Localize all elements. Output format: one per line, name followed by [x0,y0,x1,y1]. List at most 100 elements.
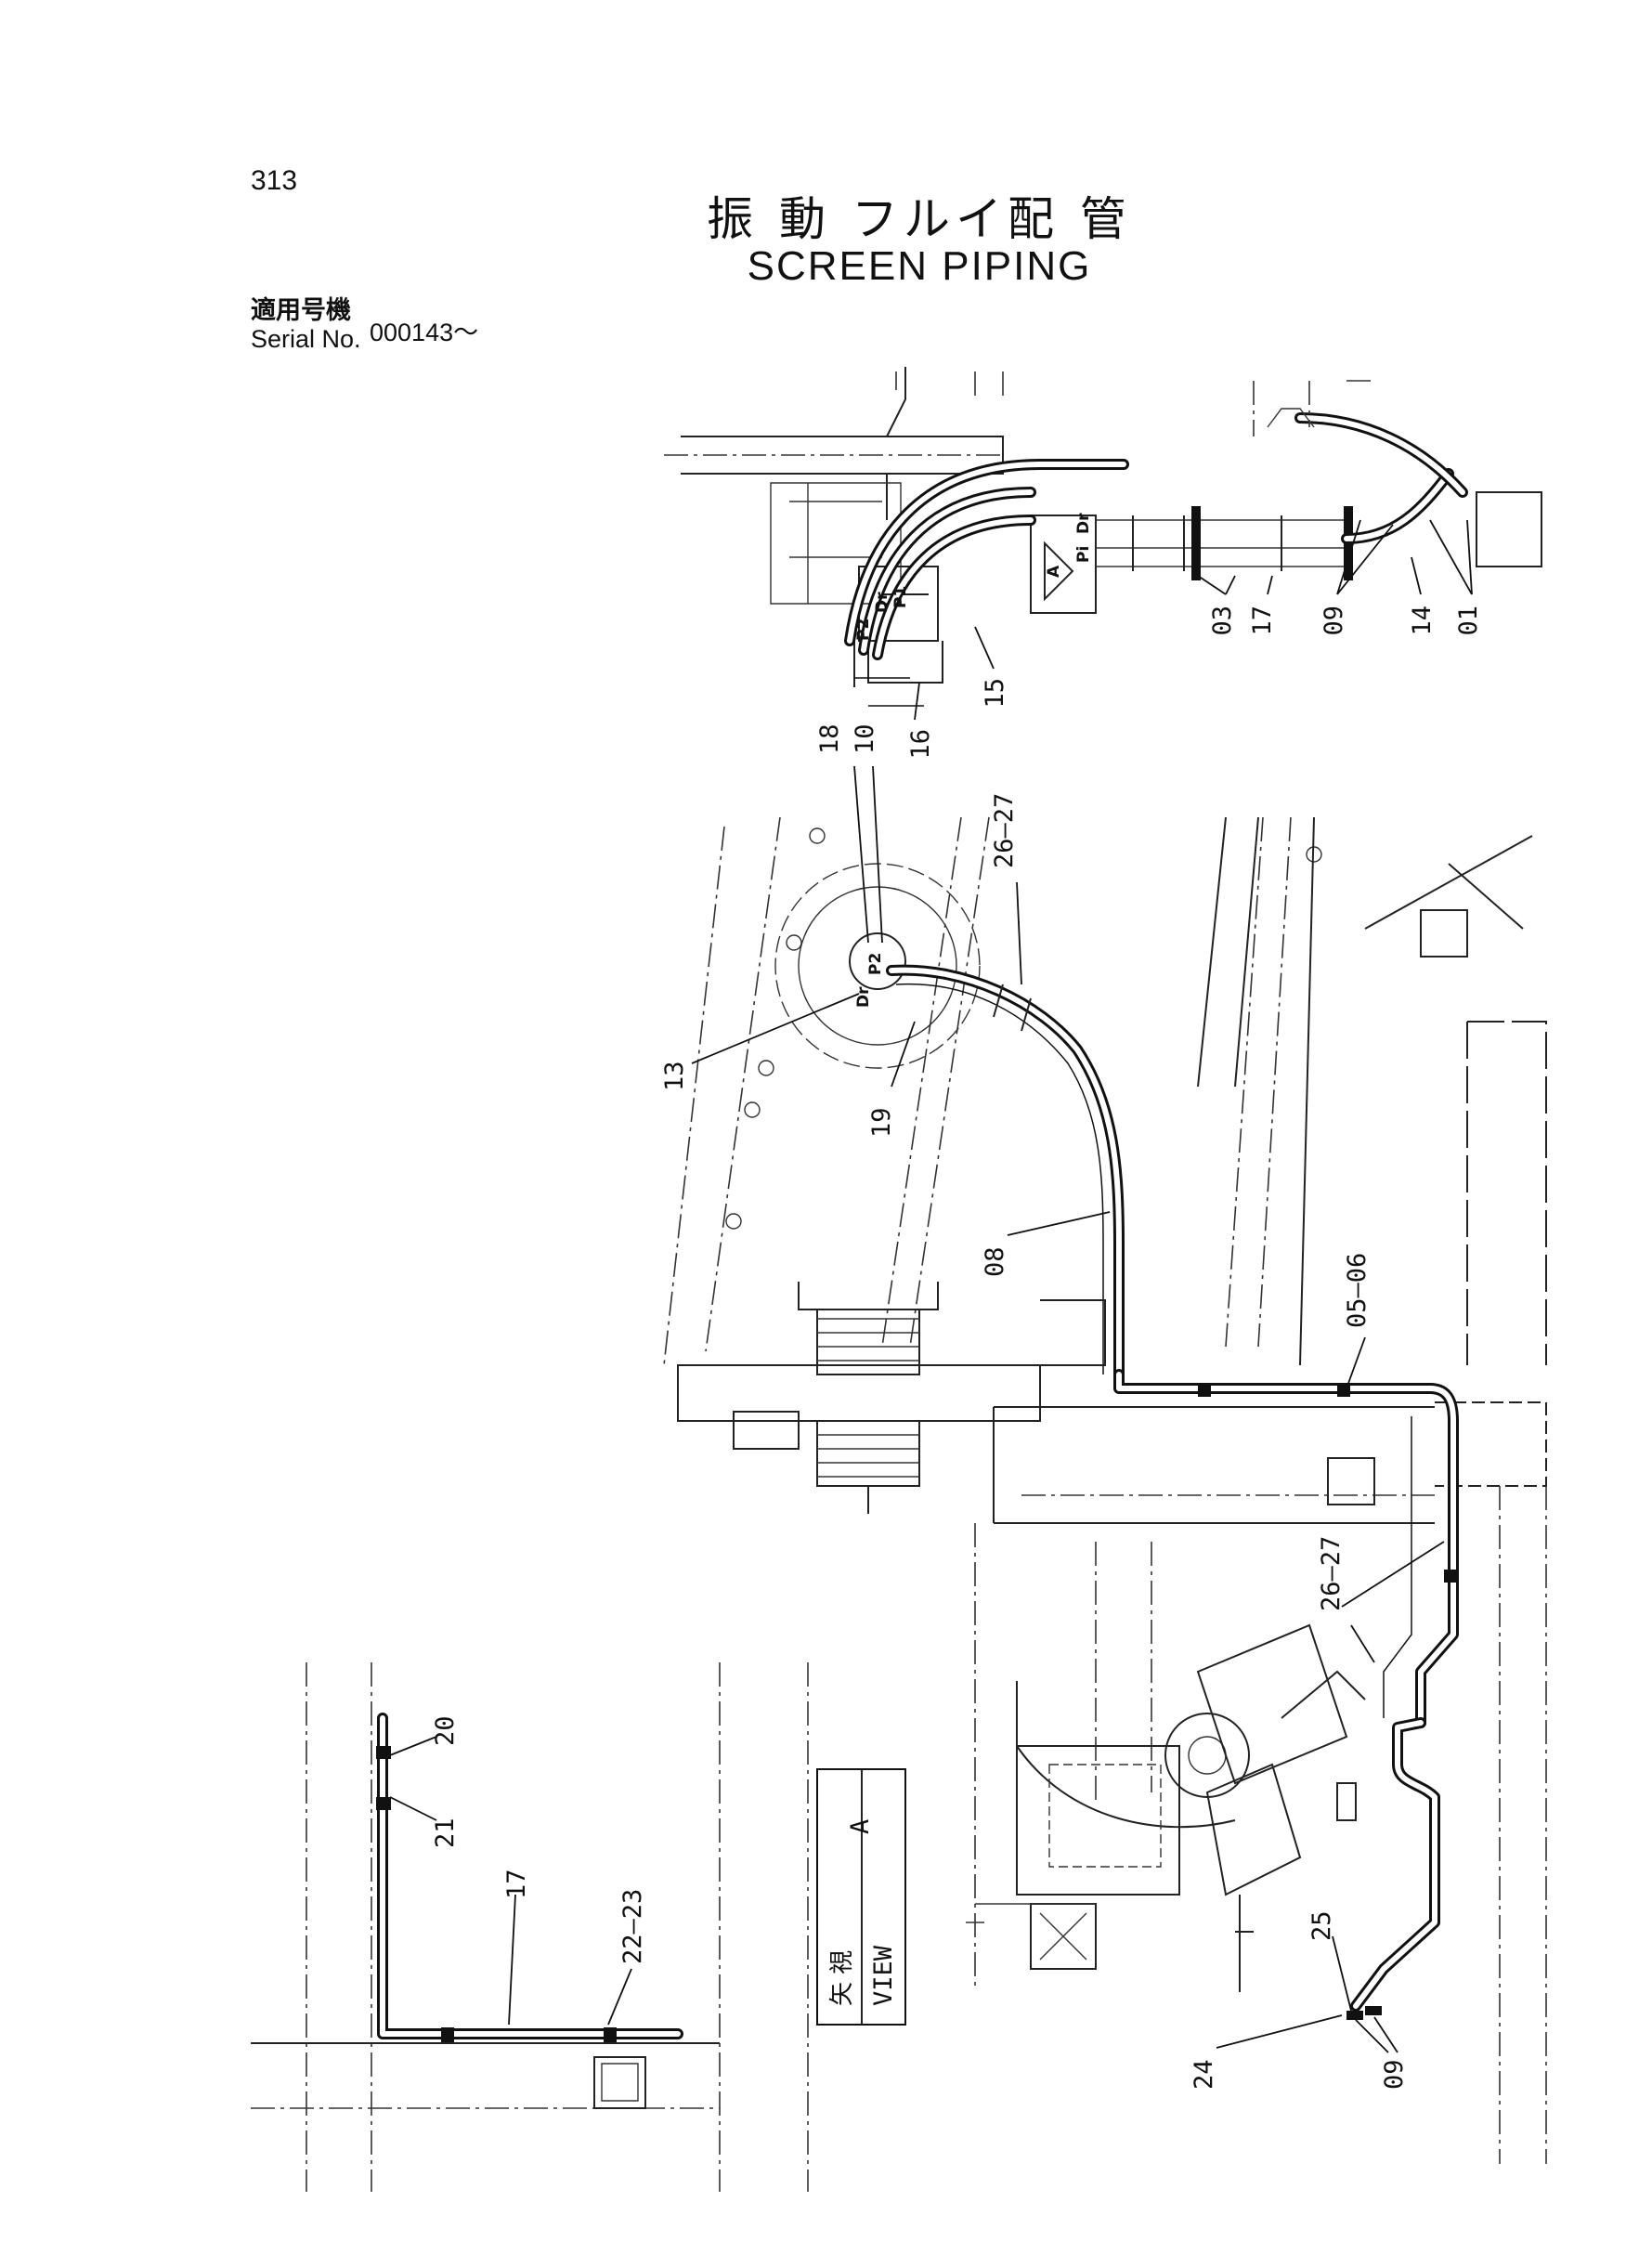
conveyor-side [1466,1021,1547,1365]
main-piping-view: P2 Dr [660,723,1547,2164]
detail-box-inner [601,2063,639,2102]
clamp [1365,2006,1382,2015]
tag-block [1336,1782,1357,1821]
drive-pulley [1164,1713,1250,1798]
main-arched-hose [886,964,1125,1380]
callout-24: 24 [1190,2059,1218,2090]
spring-end-block [1040,1299,1106,1366]
top-right-detail [1267,408,1315,428]
bolt [725,1213,742,1230]
top-hose-ends [854,677,924,707]
serial-label-english: Serial No. [251,325,361,353]
leader-18-10 [853,765,883,944]
callout-22-23: 22—23 [618,1889,647,1964]
leader-17-detail [508,1894,516,2026]
leader-01 [1429,519,1473,595]
drive-belt [1095,1542,1152,1802]
main-hose-clamps [993,984,1032,1032]
bolt [786,934,802,951]
right-frame-dash [1499,1486,1547,2164]
lower-rail [1235,1895,1254,1992]
top-hose-right [1341,468,1454,544]
top-mark-dr: Dr [873,592,891,613]
top-clamps [1132,515,1352,571]
callout-10: 10 [851,723,879,754]
view-a-detail: 20 21 17 22—23 矢 視 VIEW A [251,1662,906,2192]
small-box-cross [1039,1912,1087,1961]
top-motor-body [867,641,943,684]
spring-coils-lower [817,1434,919,1478]
title-english: SCREEN PIPING [747,243,1092,289]
top-mark-dr2: Dr [1074,513,1093,534]
main-lower-hose [1113,1369,1459,1728]
top-mark-p1: P1 [891,586,910,608]
callout-16: 16 [906,729,935,760]
conveyor-rail-dash [1225,816,1292,1348]
callout-26-27-lower: 26—27 [1317,1536,1346,1611]
bolt [758,1060,774,1076]
spring-coils-upper [817,1318,919,1362]
main-frame-dash-4 [881,816,962,1348]
top-horizontal-lines [1096,519,1346,567]
clamp [376,1797,391,1810]
leader-03 [1197,575,1236,595]
main-frame-dash-2 [705,816,781,1352]
drive-pulley-hub [1188,1736,1227,1775]
clamp [1198,1384,1211,1397]
bolt [744,1101,761,1118]
callout-17: 17 [1248,606,1277,636]
spring-crossbar [677,1364,1041,1422]
drive-motor [1205,1763,1302,1896]
top-mark-a: A [1045,565,1063,578]
top-frame-edge [886,367,906,520]
main-mark-p2: P2 [866,953,885,975]
callout-03: 03 [1208,606,1237,636]
callout-26-27-upper: 26—27 [990,793,1019,868]
top-bracket [770,482,902,605]
clamp [1346,2011,1363,2020]
clamp [376,1746,391,1759]
conveyor-rail-1 [1197,816,1259,1088]
leader-09 [1336,519,1394,595]
callout-05-06: 05—06 [1343,1253,1372,1328]
serial-number-value: 000143～ [370,319,479,346]
leader-22-23 [607,1968,632,2026]
clamp [604,2027,617,2042]
clamp [1444,1570,1457,1583]
main-vertical-beam [993,1406,1435,1524]
callout-20: 20 [431,1715,460,1746]
leader-09-lower [1355,2016,1398,2053]
leader-26-27-b [1341,1541,1445,1663]
leader-19 [891,1021,916,1088]
view-label-japanese: 矢 視 [828,1950,856,2006]
drive-arm [1281,1670,1366,1719]
callout-15: 15 [981,678,1009,709]
leader-24 [1216,2014,1343,2049]
title-japanese: 振 動 フルイ配 管 [707,192,1132,246]
housing-inner [1048,1764,1162,1868]
main-beam-box [1327,1457,1375,1505]
view-label-letter: A [846,1819,875,1834]
main-flange-hub [849,932,906,990]
callout-09-lower: 09 [1380,2059,1409,2090]
callout-14: 14 [1408,606,1437,636]
leader-15 [974,626,995,670]
view-label-english: VIEW [869,1945,898,2006]
drive-gearbox [1196,1623,1348,1785]
main-right-box [1435,1401,1547,1487]
bolt [809,827,826,844]
top-right-box [1476,491,1542,567]
main-frame-dash-1 [663,826,725,1366]
leader-25 [1332,1935,1352,2012]
callout-25: 25 [1307,1910,1336,1941]
spring-bracket [733,1411,869,1514]
leader-16 [914,682,920,721]
main-frame-dash-3 [909,816,990,1348]
callout-09-top: 09 [1320,606,1348,636]
page-number: 313 [251,165,298,196]
callout-08: 08 [981,1246,1009,1277]
conveyor-outer [1299,816,1533,1366]
main-mark-dr: Dr [854,986,873,1008]
top-port-block [1030,515,1097,614]
